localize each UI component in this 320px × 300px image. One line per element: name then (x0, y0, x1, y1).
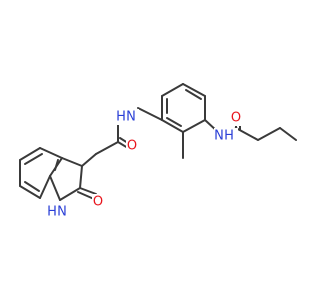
carbonyl-o-middle: O (127, 139, 137, 154)
chemical-structure-diagram: H N O N H O O H N (19, 83, 297, 220)
oxindole-five-ring (49, 157, 83, 201)
carbonyl-o-right: O (231, 111, 241, 126)
molecule-drawing: H N O N H O O H N (19, 83, 297, 220)
butyl-bond-2 (279, 127, 297, 141)
central-benzene-ring (161, 83, 206, 133)
oxindole-h: H (47, 205, 57, 220)
oxindole-benzene-ring (19, 147, 63, 199)
amide-n-right: N (214, 129, 224, 144)
amide-h-right: H (224, 129, 234, 144)
atom-labels: H N O N H O O H N (46, 109, 242, 220)
butyl-bond-1 (257, 127, 281, 141)
middle-co-to-ch2-bond (95, 141, 119, 155)
oxindole-co-double-1 (79, 187, 97, 195)
ring-to-middle-nh-bond (137, 107, 163, 121)
oxindole-n: N (57, 205, 67, 220)
oxindole-o: O (93, 195, 103, 210)
amide-n-middle: N (126, 110, 136, 125)
oxindole-co-double-2 (77, 191, 95, 200)
amide-h-middle: H (116, 110, 126, 125)
ch2-to-c3-bond (81, 153, 97, 167)
